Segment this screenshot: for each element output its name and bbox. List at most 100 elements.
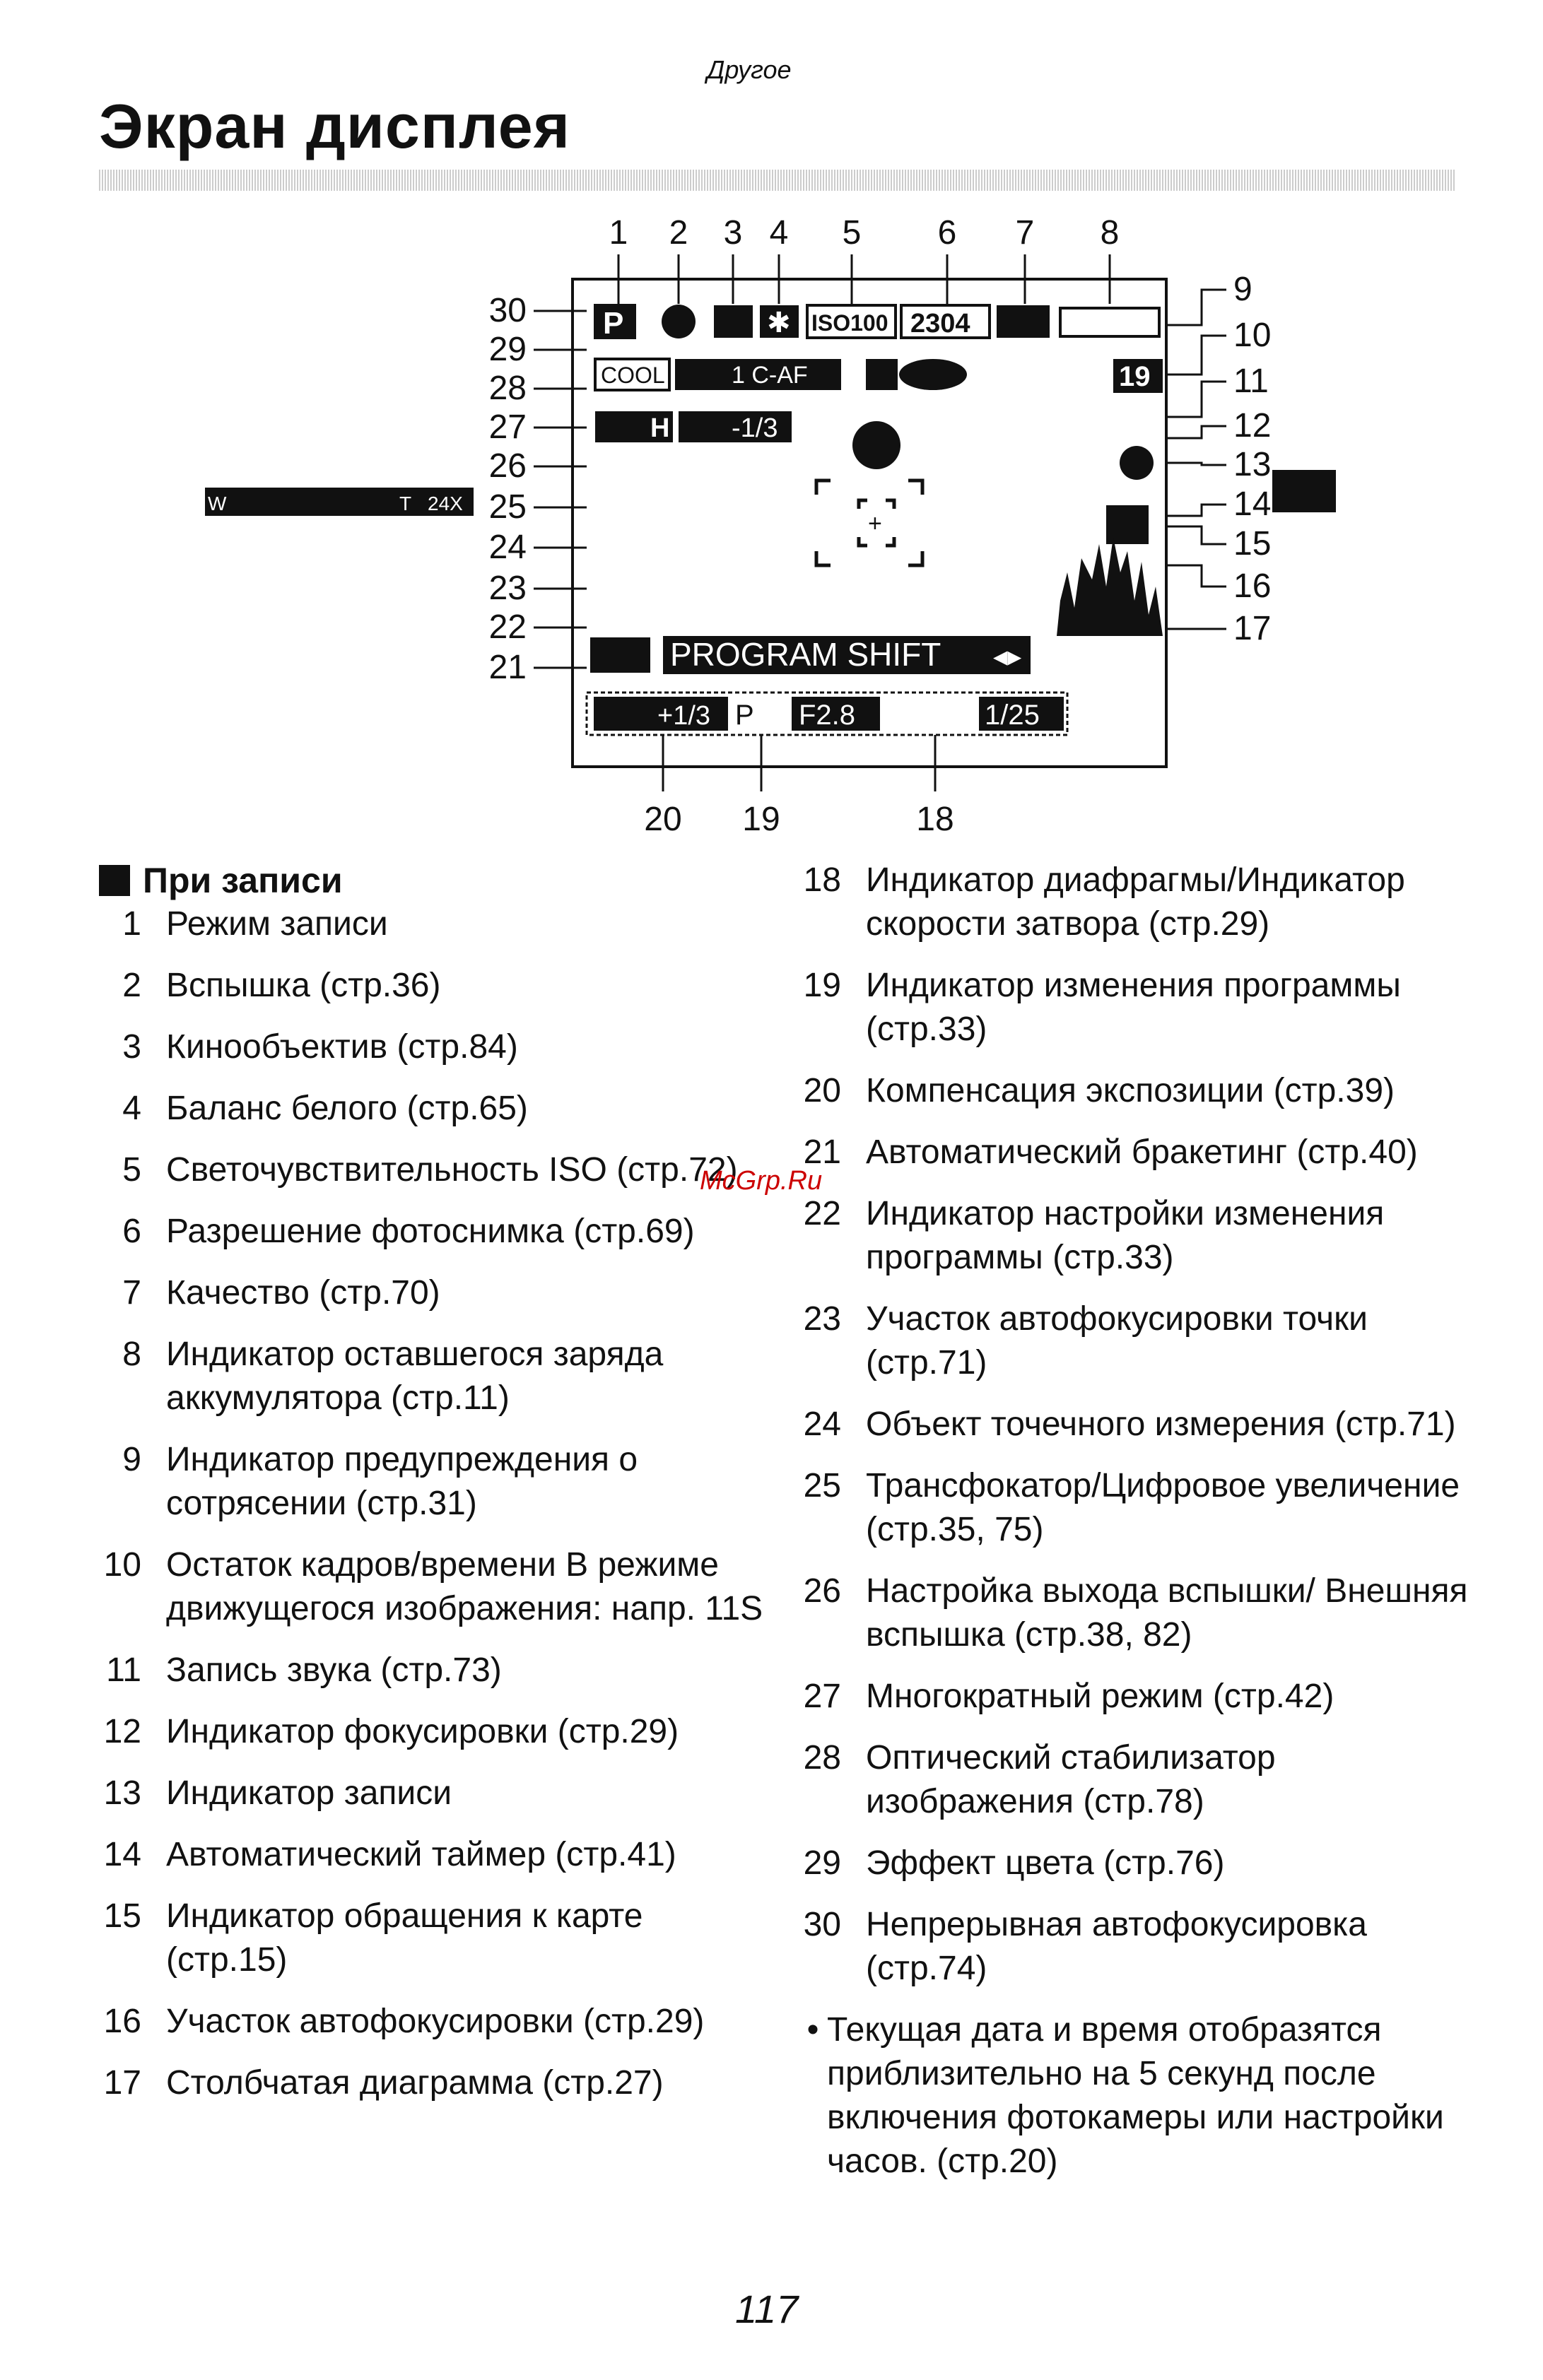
item-number: 18: [803, 861, 841, 899]
item-text: Баланс белого (стр.65): [166, 1090, 528, 1127]
program-shift-label: PROGRAM SHIFT: [670, 636, 941, 673]
item-number: 17: [103, 2064, 141, 2102]
section-heading: При записи: [99, 859, 763, 902]
item-number: 21: [803, 1133, 841, 1171]
callout-number: 9: [1233, 271, 1252, 308]
color-effect-label: COOL: [601, 363, 665, 388]
item-number: 9: [122, 1441, 141, 1478]
flash-icon: [662, 305, 696, 338]
callout-number: 25: [489, 488, 527, 526]
item-text: Индикатор фокусировки (стр.29): [166, 1713, 679, 1750]
leader-line: [1166, 461, 1226, 466]
item-number: 14: [103, 1836, 141, 1873]
white-balance-icon: [760, 305, 799, 338]
item-text: Автоматический бракетинг (стр.40): [866, 1133, 1418, 1171]
callout-number: 7: [1016, 214, 1035, 252]
shake-warning-icon: [899, 359, 967, 390]
callout-number: 16: [1233, 567, 1271, 605]
item-number: 6: [122, 1213, 141, 1250]
callout-number: 20: [644, 801, 681, 838]
stabilizer-af-box: [675, 359, 841, 390]
item-text: Объект точечного измерения (стр.71): [866, 1406, 1456, 1443]
flash-output-label: -1/3: [732, 413, 778, 443]
item-text: Участок автофокусировки (стр.29): [166, 2003, 705, 2040]
note-bullet: •: [806, 2011, 819, 2049]
leader-line: [1166, 380, 1226, 418]
record-indicator: [1120, 446, 1154, 480]
callout-number: 8: [1101, 214, 1120, 252]
callout-number: 22: [489, 608, 527, 646]
exposure-comp-label: +1/3: [657, 701, 710, 731]
item-text: Кинообъектив (стр.84): [166, 1028, 518, 1066]
callout-number: 5: [843, 214, 862, 252]
item-text: Участок автофокусировки точки (стр.71): [866, 1300, 1368, 1382]
aperture-label: F2.8: [799, 700, 855, 731]
item-text: Вспышка (стр.36): [166, 967, 441, 1004]
card-access-icon: [1106, 505, 1149, 544]
list-item: 23 Участок автофокусировки точки (стр.71): [799, 1297, 1477, 1385]
white-balance-glyph: ✱: [767, 307, 791, 338]
item-text: Светочувствительность ISO (стр.72): [166, 1151, 738, 1189]
frames-label: 19: [1119, 361, 1151, 392]
frames-box: [1113, 359, 1163, 393]
leader-line: [1166, 525, 1226, 546]
item-text: Запись звука (стр.73): [166, 1651, 502, 1689]
color-effect-box: [594, 358, 671, 391]
iso-label: ISO100: [811, 310, 888, 336]
program-shift-box: [663, 636, 1031, 674]
focus-indicator: [852, 421, 900, 469]
callout-number: 17: [1233, 610, 1271, 647]
resolution-label: 2304: [910, 309, 970, 338]
zoom-value-label: 24X: [428, 493, 463, 514]
note-text: Текущая дата и время отобразятся приблиз…: [827, 2011, 1444, 2180]
spot-af-brackets: [857, 498, 896, 548]
callout-number: 28: [489, 370, 527, 407]
item-number: 10: [103, 1546, 141, 1584]
callout-number: 6: [938, 214, 957, 252]
watermark: McGrp.Ru: [700, 1166, 823, 1196]
callout-number: 23: [489, 570, 527, 607]
item-text: Качество (стр.70): [166, 1274, 440, 1312]
item-text: Компенсация экспозиции (стр.39): [866, 1072, 1395, 1109]
callout-number: 1: [609, 214, 628, 252]
item-number: 19: [803, 967, 841, 1004]
item-number: 13: [103, 1774, 141, 1812]
resolution-box: [900, 304, 991, 339]
item-text: Индикатор изменения программы (стр.33): [866, 967, 1401, 1048]
display-diagram: P ✱ ISO100 2304 COOL 1 C-AF 19 H -1/3 W …: [205, 214, 1336, 838]
list-item: 13 Индикатор записи: [99, 1772, 763, 1815]
shutter-label: 1/25: [985, 700, 1040, 731]
callout-number: 29: [489, 331, 527, 368]
item-text: Настройка выхода вспышки/ Внешняя вспышк…: [866, 1572, 1468, 1654]
list-item: 24 Объект точечного измерения (стр.71): [799, 1403, 1477, 1447]
item-number: 8: [122, 1336, 141, 1373]
item-number: 24: [803, 1406, 841, 1443]
quality-icon: [997, 305, 1050, 338]
callout-number: 12: [1233, 407, 1271, 444]
callout-number: 15: [1233, 525, 1271, 562]
section-marker-icon: [99, 865, 130, 896]
item-text: Индикатор записи: [166, 1774, 452, 1812]
self-timer-icon: [1272, 470, 1336, 512]
item-number: 23: [803, 1300, 841, 1338]
bracket-icon: [590, 637, 650, 673]
zoom-bar-bg: [205, 488, 474, 516]
spot-metering-target: +: [868, 510, 882, 537]
battery-icon: [1059, 307, 1161, 338]
item-text: Трансфокатор/Цифровое увеличение (стр.35…: [866, 1467, 1460, 1548]
